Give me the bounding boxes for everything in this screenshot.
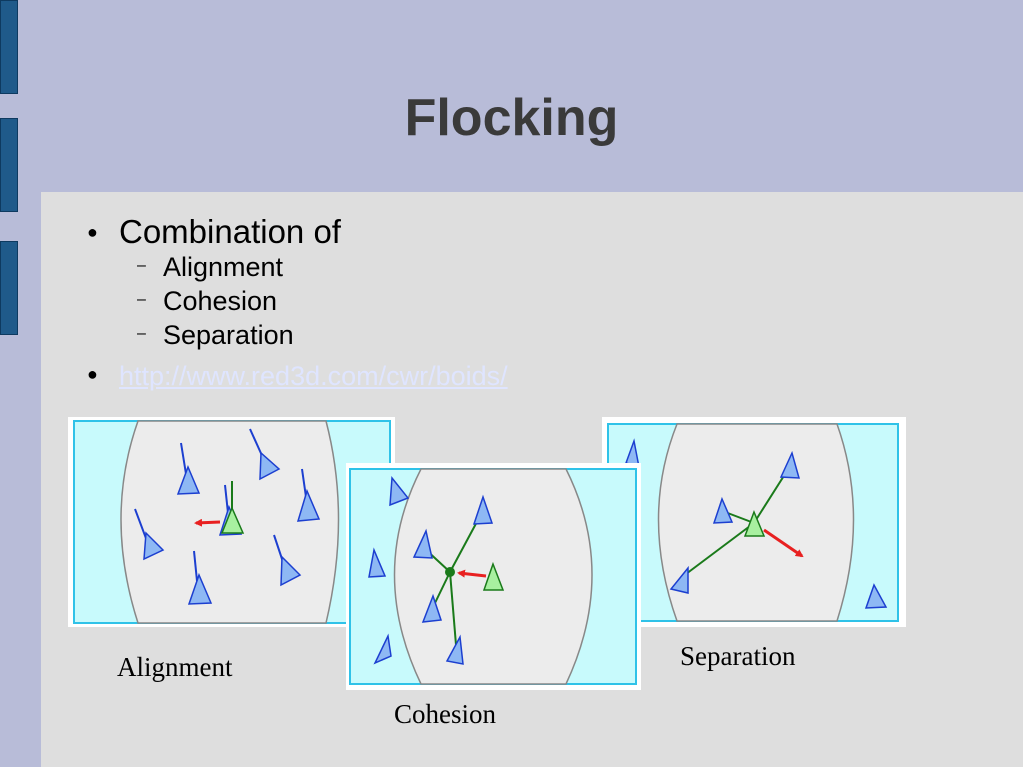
dash-icon: – — [137, 325, 146, 342]
sub-item-cohesion: –Cohesion — [137, 284, 508, 318]
dash-icon: – — [137, 291, 146, 308]
slide-title: Flocking — [404, 89, 619, 147]
alignment-figure — [68, 417, 395, 627]
separation-figure — [602, 417, 906, 627]
side-tab-3 — [0, 241, 18, 335]
sub-item-separation: –Separation — [137, 318, 508, 352]
boids-link[interactable]: http://www.red3d.com/cwr/boids/ — [119, 361, 508, 391]
dash-icon: – — [137, 257, 146, 274]
bullet-combination: ● Combination of –Alignment –Cohesion –S… — [87, 213, 508, 356]
bullet-text: Combination of — [119, 213, 341, 250]
cohesion-caption: Cohesion — [394, 699, 497, 729]
bullet-list: ● Combination of –Alignment –Cohesion –S… — [87, 213, 508, 394]
side-tab-2 — [0, 118, 18, 212]
alignment-caption: Alignment — [117, 652, 233, 682]
separation-caption: Separation — [680, 641, 796, 671]
bullet-link: ● http://www.red3d.com/cwr/boids/ — [87, 356, 508, 394]
sub-list: –Alignment –Cohesion –Separation — [119, 250, 508, 356]
sub-item-text: Alignment — [163, 252, 284, 282]
bullet-dot-icon: ● — [87, 364, 98, 384]
sub-item-text: Separation — [163, 320, 294, 350]
bullet-dot-icon: ● — [87, 222, 98, 242]
cohesion-figure — [346, 463, 641, 690]
sub-item-alignment: –Alignment — [137, 250, 508, 284]
sub-item-text: Cohesion — [163, 286, 278, 316]
side-tab-1 — [0, 0, 18, 94]
